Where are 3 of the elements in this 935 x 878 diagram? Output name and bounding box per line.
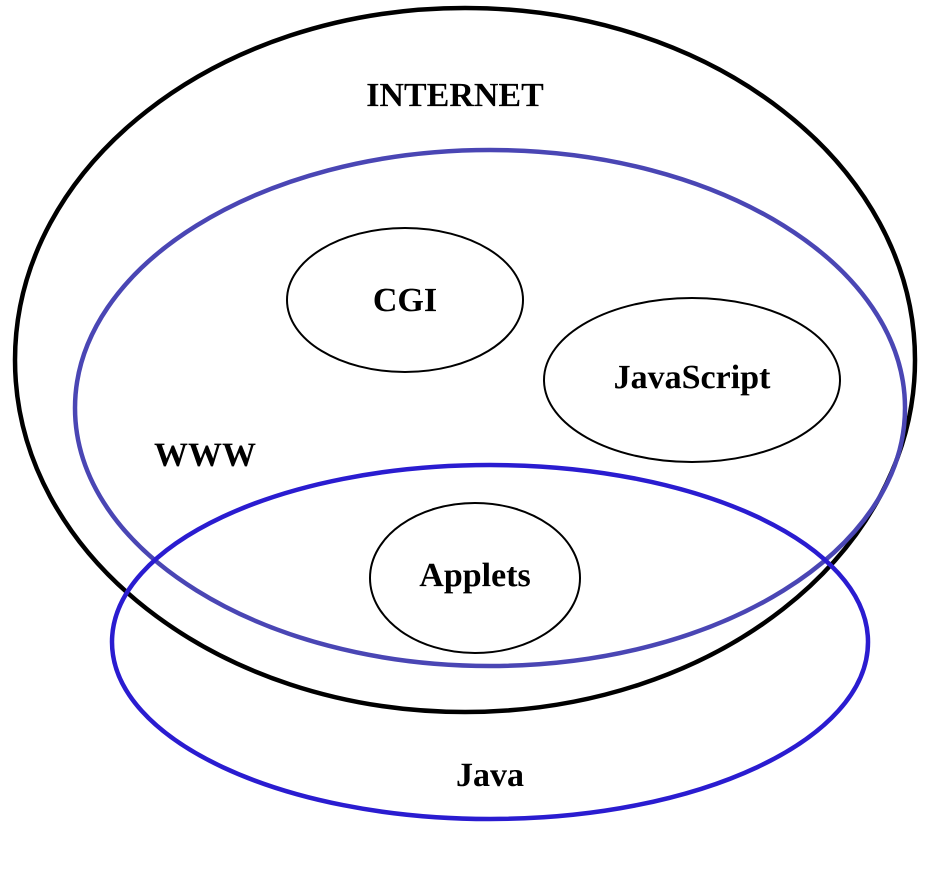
set-label: WWW — [154, 444, 256, 466]
set-label: Java — [458, 764, 524, 786]
set-label: INTERNET — [367, 84, 544, 106]
